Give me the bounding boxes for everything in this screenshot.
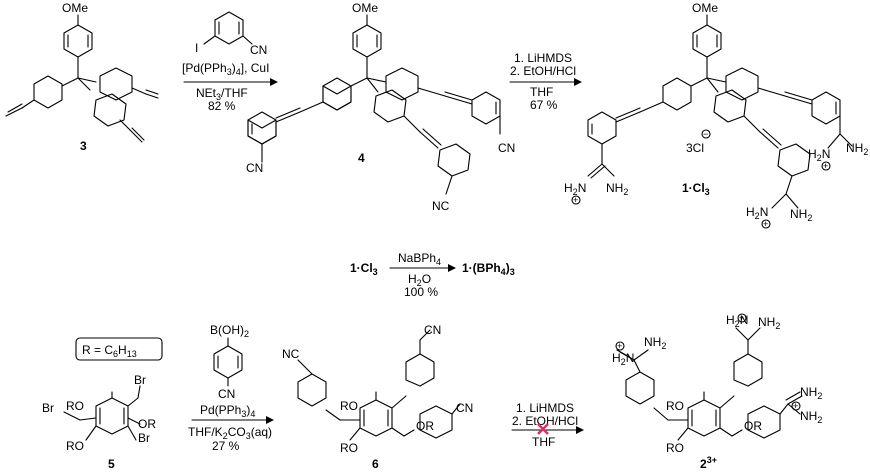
compound-6-label: 6 (372, 457, 379, 471)
plus-charge: + (823, 161, 828, 171)
cn-label-4b: CN (498, 141, 515, 155)
compound-3-label: 3 (80, 139, 87, 153)
anion-exchange-reaction: 1·Cl3 NaBPh4 H2O 100 % 1·(BPh4)3 (350, 251, 515, 299)
amidinium-left-nh2: NH2 (606, 181, 628, 197)
ro-label: RO (666, 399, 684, 413)
exchange-solvent: H2O (408, 272, 431, 288)
or-label: OR (416, 419, 434, 433)
reaction2-solvent: THF (530, 85, 553, 99)
reaction-arrow-4: B(OH)2 CN Pd(PPh3)4 THF/K2CO3(aq) 27 % (188, 323, 274, 453)
ome-label: OMe (352, 1, 378, 15)
reaction5-solvent: THF (532, 435, 555, 449)
amidinium-right-nh2: NH2 (800, 385, 822, 401)
plus-charge: + (617, 341, 622, 351)
amidinium-top-h2n: H2N (726, 313, 748, 329)
or-label: OR (744, 419, 762, 433)
cn-label-boronic: CN (218, 387, 235, 401)
exchange-start: 1·Cl3 (350, 261, 378, 277)
r-definition-text: R = C6H13 (82, 343, 137, 359)
minus-charge: − (703, 129, 708, 139)
amidinium-top-nh2: NH2 (758, 315, 780, 331)
exchange-product: 1·(BPh4)3 (462, 261, 515, 277)
reaction-arrow-5: 1. LiHMDS 2. EtOH/HCl THF (511, 401, 584, 449)
boronic-acid-label: B(OH)2 (210, 323, 249, 339)
compound-5-label: 5 (108, 457, 115, 471)
exchange-reagent: NaBPh4 (398, 251, 441, 267)
compound-3-structure: OMe 3 (5, 1, 159, 153)
reaction4-solvent: THF/K2CO3(aq) (188, 425, 272, 441)
ro-label: RO (66, 439, 84, 453)
amidinium-bottom-nh2: NH2 (790, 207, 812, 223)
plus-charge: + (763, 219, 768, 229)
amidinium-left-nh2: NH2 (644, 335, 666, 351)
reaction5-step1: 1. LiHMDS (516, 401, 574, 415)
ome-label: OMe (62, 1, 88, 15)
nc-label-4: NC (432, 199, 450, 213)
compound-4-structure: OMe CN CN NC 4 (246, 1, 515, 213)
cn-label-reagent: CN (250, 43, 267, 57)
reaction1-catalyst: [Pd(PPh3)4], CuI (182, 61, 269, 77)
reaction5-step2: 2. EtOH/HCl (512, 414, 578, 428)
reaction2-step2: 2. EtOH/HCl (510, 64, 576, 78)
reaction4-catalyst: Pd(PPh3)4 (200, 403, 255, 419)
chloride-label: 3Cl (686, 141, 704, 155)
compound-5-structure: RO Br OR Br RO Br 5 (42, 373, 156, 471)
plus-charge: + (573, 195, 578, 205)
reaction1-base: NEt3/THF (196, 86, 248, 102)
amidinium-bottom-h2n: H2N (746, 205, 768, 221)
ro-label: RO (340, 441, 358, 455)
iodo-label: I (195, 41, 198, 55)
cn-label-6b: CN (456, 401, 473, 415)
cn-label-6a: CN (424, 323, 441, 337)
ro-label: RO (666, 441, 684, 455)
amidinium-right-nh2: NH2 (846, 141, 868, 157)
reaction1-yield: 82 % (208, 99, 236, 113)
ome-label: OMe (692, 1, 718, 15)
compound-4-label: 4 (358, 151, 365, 165)
amidinium-right-h2n: H2N (808, 147, 830, 163)
compound-2-label: 23+ (700, 455, 717, 471)
amidinium-right-nh2b: NH2 (800, 409, 822, 425)
reaction-arrow-2: 1. LiHMDS 2. EtOH/HCl THF 67 % (509, 51, 582, 112)
compound-6-structure: RO RO NC CN OR CN 6 (282, 323, 473, 471)
or-label: OR (138, 417, 156, 431)
compound-1cl3-label: 1·Cl3 (682, 181, 710, 197)
compound-1cl3-structure: OMe H2N NH2 + (564, 1, 868, 229)
br-label: Br (134, 373, 146, 387)
failed-cross-mark (537, 423, 549, 435)
r-definition-box: R = C6H13 (75, 337, 163, 361)
nc-label-6: NC (282, 347, 300, 361)
cn-label-4a: CN (246, 161, 263, 175)
exchange-yield: 100 % (404, 285, 438, 299)
plus-charge: + (793, 401, 798, 411)
reaction2-step1: 1. LiHMDS (514, 51, 572, 65)
br-label: Br (138, 431, 150, 445)
reaction2-yield: 67 % (530, 98, 558, 112)
ro-label: RO (66, 399, 84, 413)
plus-charge: + (739, 313, 744, 323)
reaction4-yield: 27 % (212, 439, 240, 453)
br-label: Br (42, 401, 54, 415)
reaction-arrow-1: I CN [Pd(PPh3)4], CuI NEt3/THF 82 % (182, 11, 278, 113)
compound-2-structure: RO RO H2N NH2 + H2N NH2 + (612, 313, 822, 471)
amidinium-left-h2n: H2N (612, 351, 634, 367)
ro-label: RO (340, 399, 358, 413)
amidinium-left: H2N (564, 181, 586, 197)
